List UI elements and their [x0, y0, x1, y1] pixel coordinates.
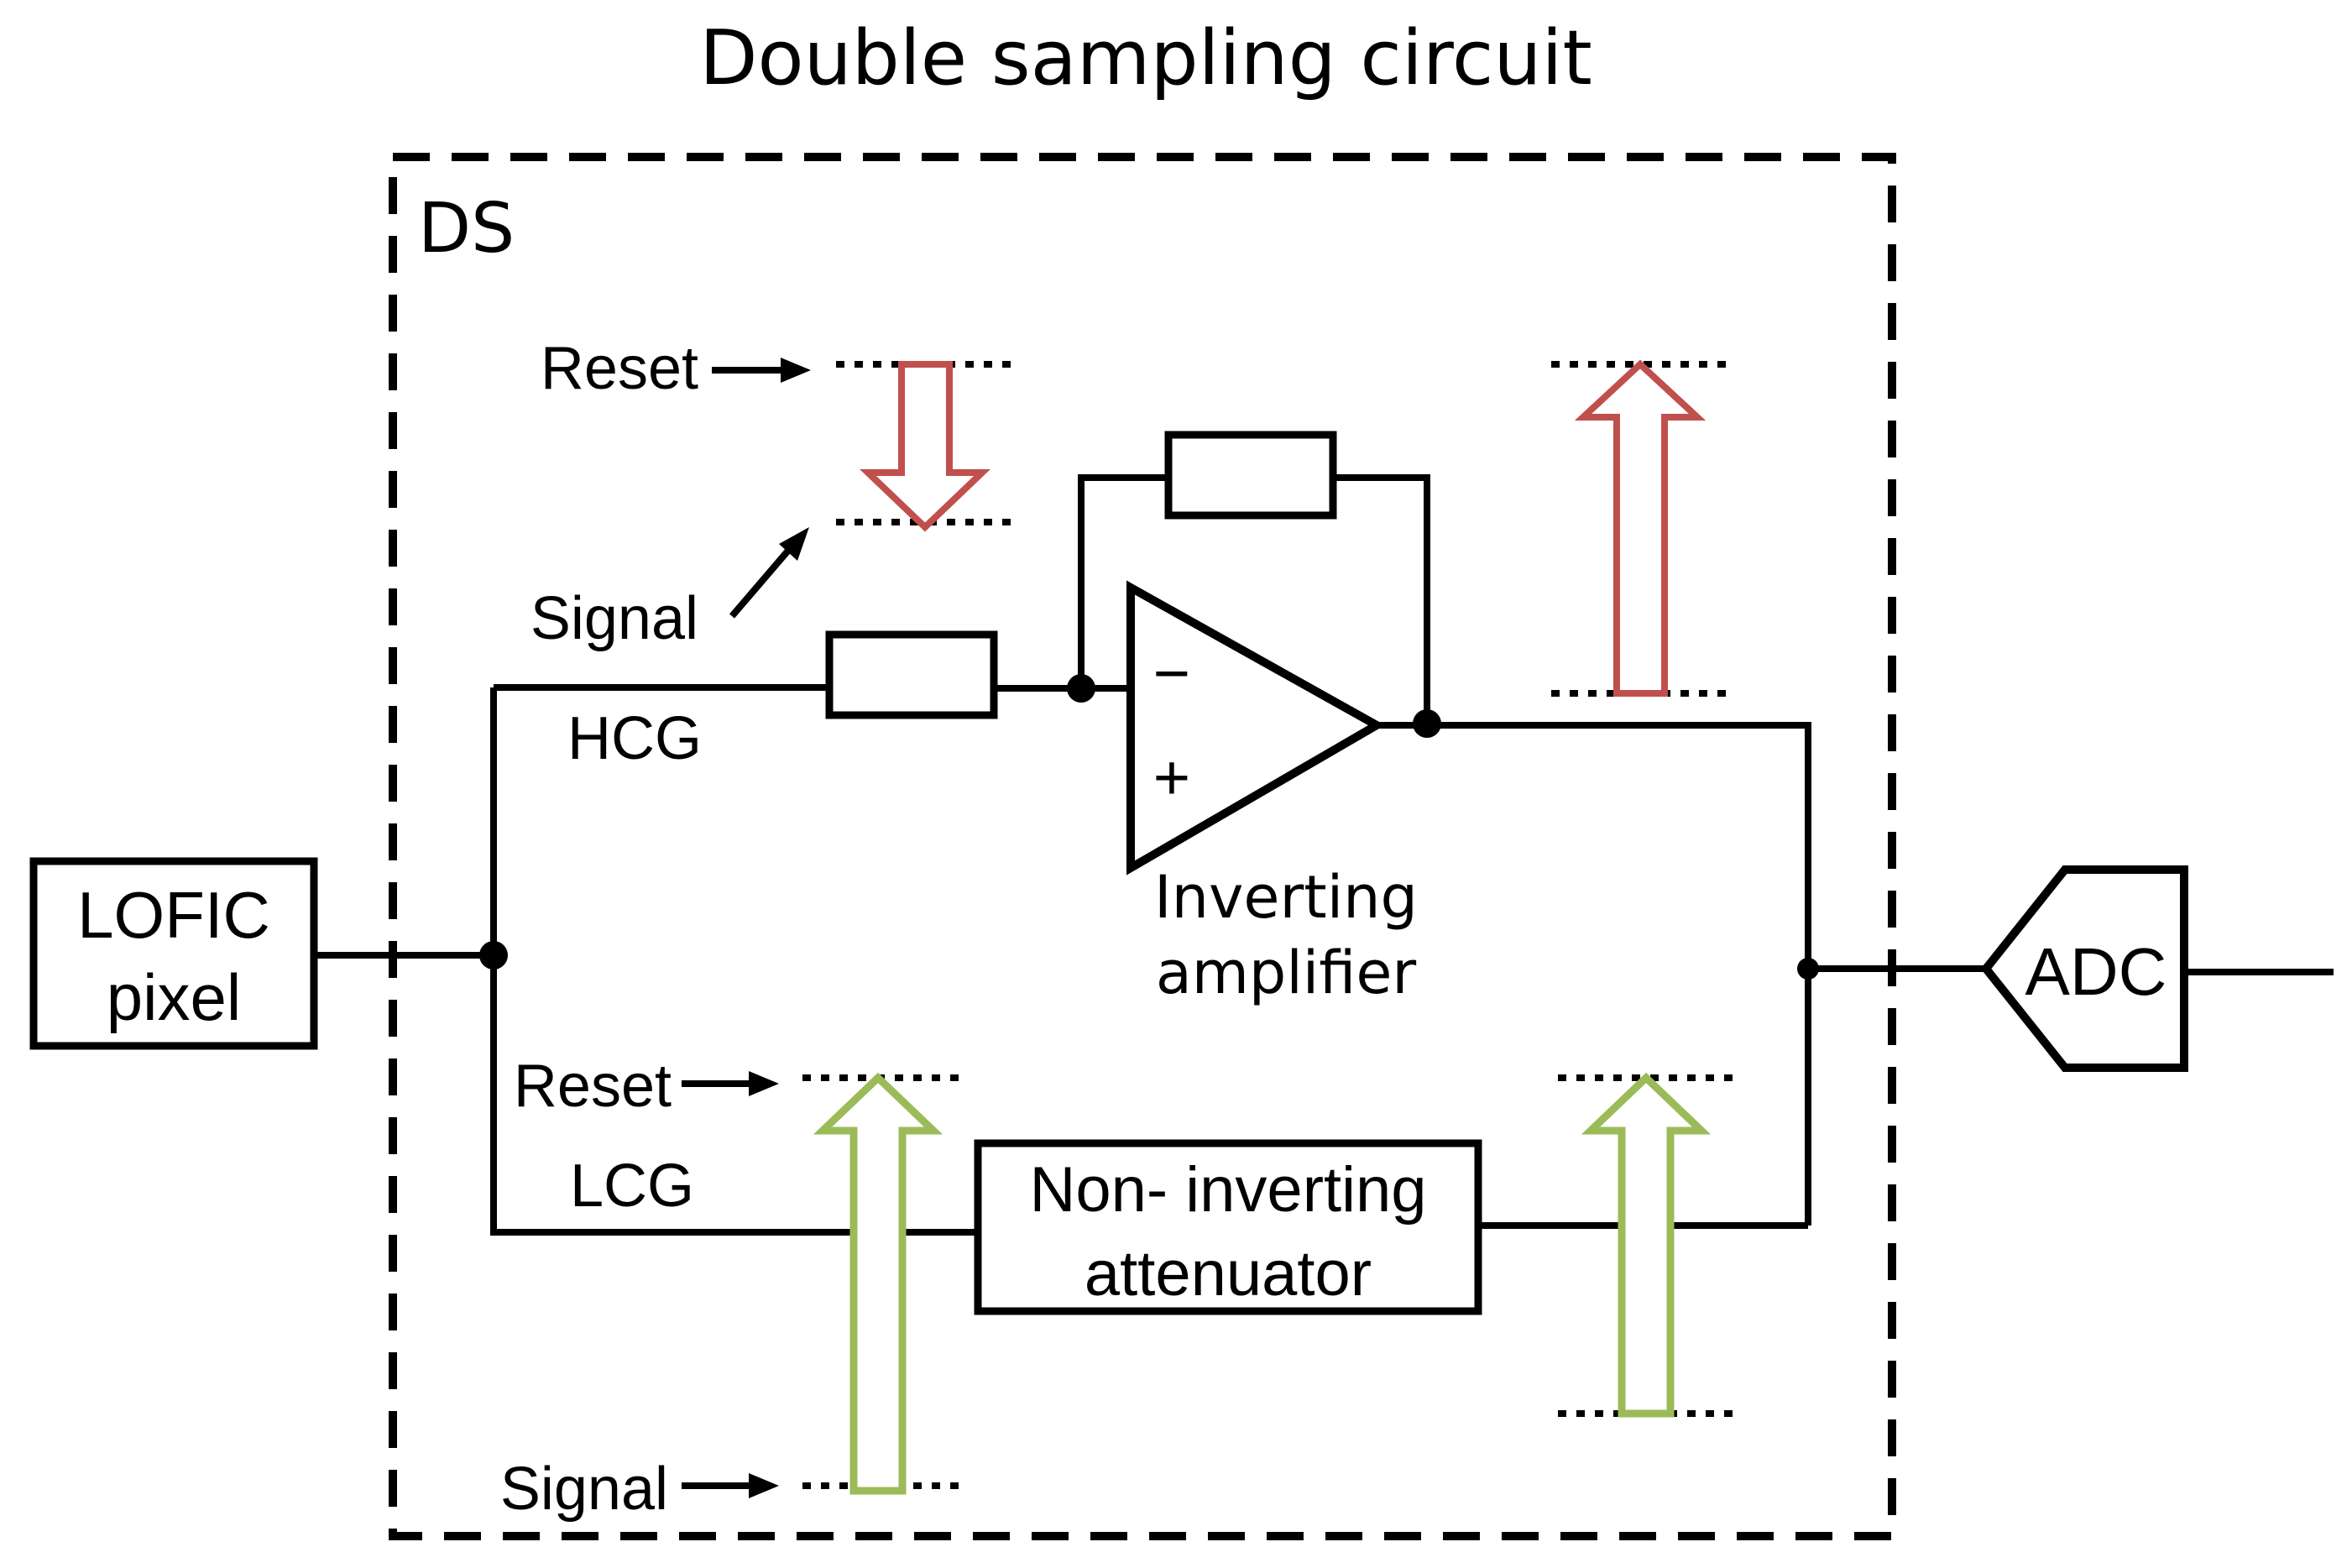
amplifier-label-line1: Inverting [1154, 863, 1418, 932]
attenuator-label-line2: attenuator [1085, 1238, 1372, 1309]
lcg-branch-label: LCG [570, 1152, 694, 1220]
hcg-reset-pointer-head [781, 358, 811, 383]
lofic-pixel-box [29, 857, 318, 1050]
amplifier-minus-sign: − [1153, 638, 1190, 709]
hcg-signal-label: Signal [531, 585, 698, 652]
lcg-right-arrow [1581, 1072, 1712, 1418]
feedback-wire-right [1333, 474, 1430, 724]
non-inverting-attenuator-box [974, 1139, 1482, 1315]
feedback-resistor [1164, 431, 1337, 520]
lofic-line2: pixel [107, 960, 241, 1034]
ds-region-box [389, 153, 1896, 1540]
lcg-signal-label: Signal [500, 1456, 668, 1523]
attenuator-label-line1: Non- inverting [1029, 1154, 1426, 1226]
lcg-reset-pointer-head [749, 1071, 779, 1096]
input-resistor [825, 630, 998, 719]
feedback-wire [1078, 474, 1168, 688]
hcg-branch-label: HCG [567, 705, 702, 772]
lofic-line1: LOFIC [77, 878, 270, 952]
hcg-right-arrow [1574, 359, 1707, 697]
amplifier-label-line2: amplifier [1156, 938, 1417, 1007]
hcg-reset-label: Reset [541, 335, 698, 402]
hcg-signal-pointer [729, 543, 796, 619]
adc-label: ADC [2025, 934, 2167, 1009]
amplifier-triangle [1126, 580, 1386, 875]
hcg-signal-pointer-head [779, 527, 809, 561]
lcg-reset-label: Reset [514, 1053, 672, 1120]
lcg-left-arrow [813, 1072, 943, 1495]
amplifier-plus-sign: + [1153, 742, 1190, 813]
hcg-left-arrow [860, 361, 990, 532]
lcg-signal-pointer-head [749, 1473, 779, 1498]
ds-label: DS [418, 189, 515, 269]
hcg-output-wire [1377, 722, 1811, 1226]
diagram-title: Double sampling circuit [699, 14, 1592, 102]
